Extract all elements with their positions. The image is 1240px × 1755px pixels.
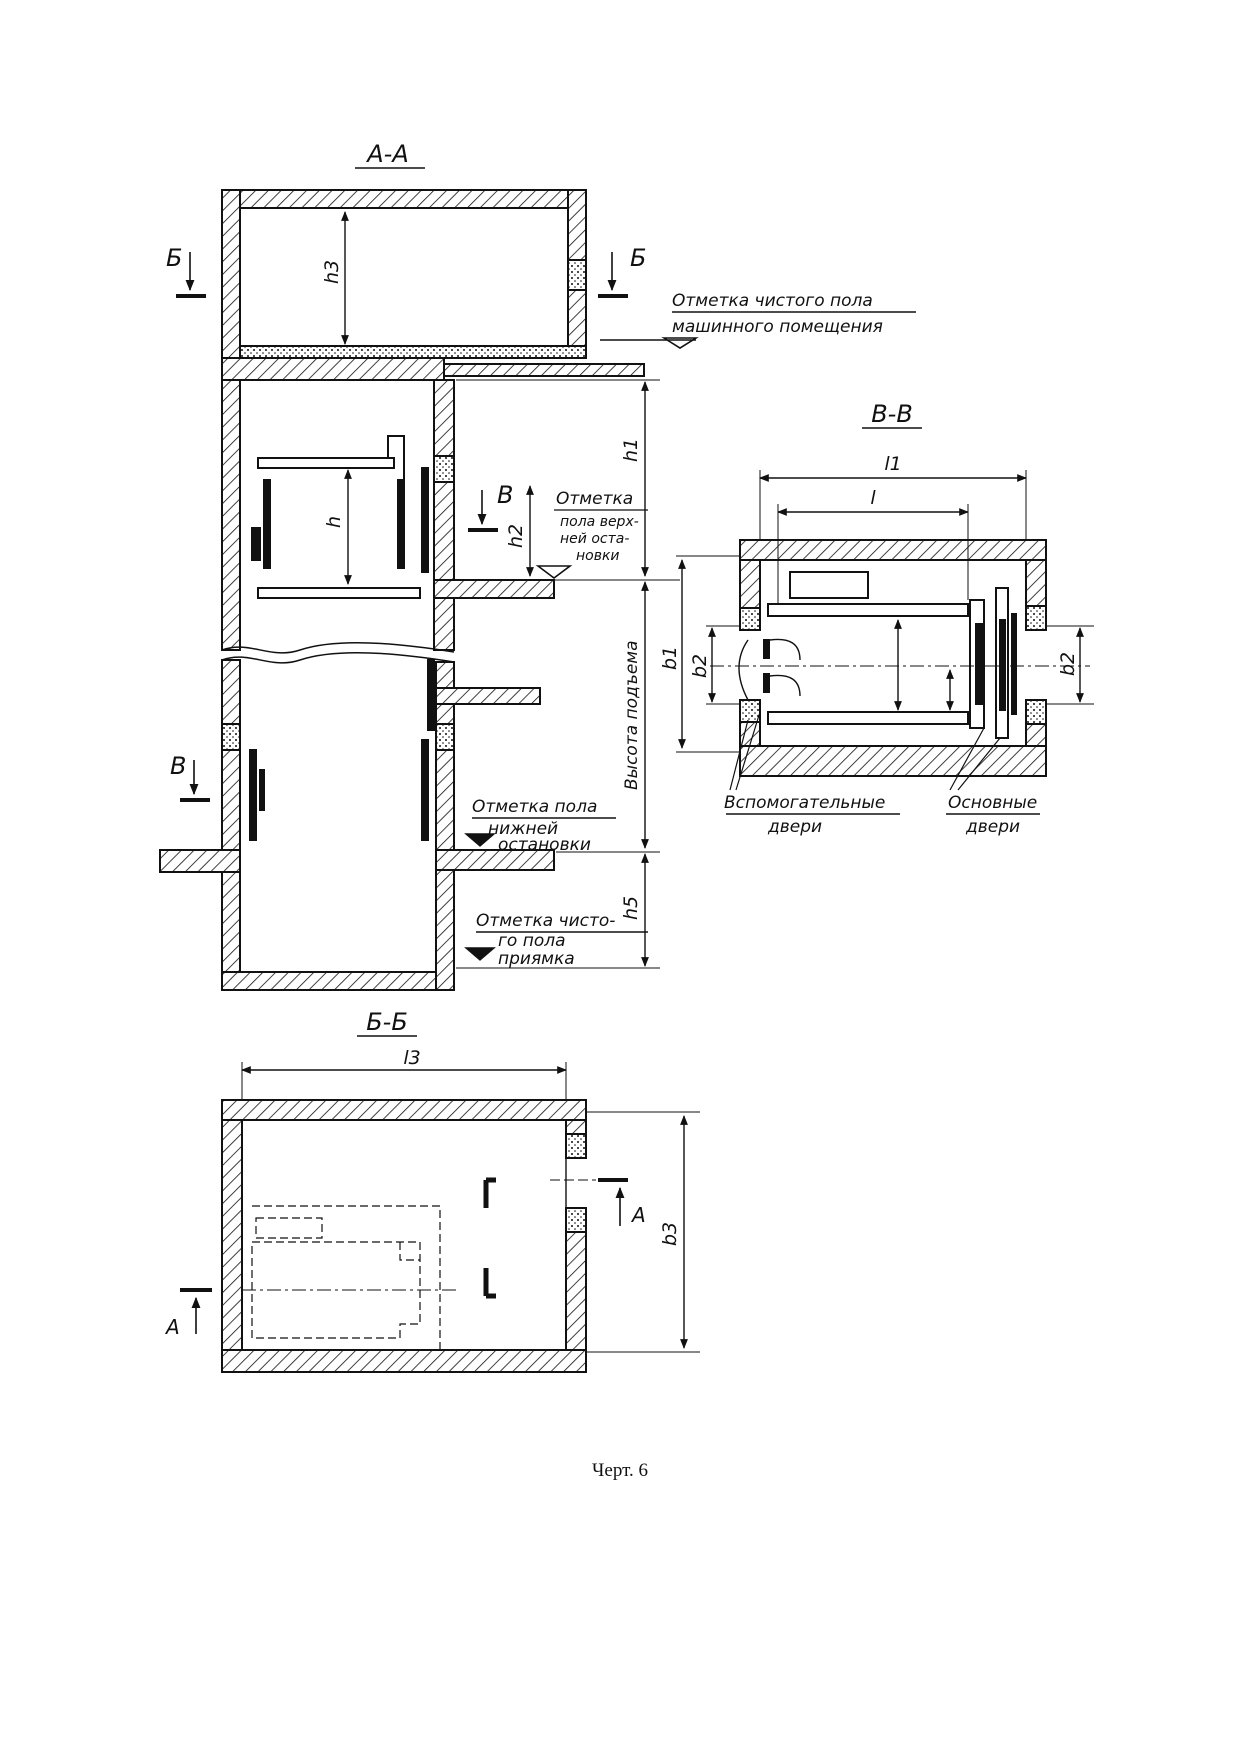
note-bottom-stop-3: остановки bbox=[498, 835, 591, 855]
section-aa bbox=[159, 189, 916, 991]
note-top-stop-1: Отметка bbox=[556, 489, 633, 509]
note-travel-height: Высота подъема bbox=[622, 640, 642, 790]
cut-mark-b-left: Б bbox=[166, 244, 182, 272]
cut-mark-b-right: Б bbox=[630, 244, 646, 272]
note-top-stop-4: новки bbox=[576, 548, 620, 564]
lower-shaft bbox=[159, 659, 555, 991]
note-top-stop-3: ней оста- bbox=[560, 531, 629, 547]
note-pit-floor-2: го пола bbox=[498, 931, 566, 951]
note-machine-floor-2: машинного помещения bbox=[672, 317, 883, 337]
section-bb bbox=[180, 1062, 700, 1373]
dim-h2: h2 bbox=[505, 524, 527, 548]
dim-b3: b3 bbox=[659, 1222, 681, 1246]
note-top-stop-2: пола верх- bbox=[560, 514, 639, 530]
section-vv bbox=[676, 470, 1094, 815]
dim-l1: l1 bbox=[884, 453, 901, 475]
note-main-doors-2: двери bbox=[965, 817, 1020, 837]
dim-h3: h3 bbox=[321, 260, 343, 284]
note-aux-doors-1: Вспомогательные bbox=[724, 793, 885, 813]
dim-h1: h1 bbox=[620, 438, 642, 462]
dim-l: l bbox=[870, 487, 876, 509]
cut-mark-a-right: А bbox=[630, 1203, 646, 1227]
note-bottom-stop-2: нижней bbox=[488, 819, 558, 839]
dim-b1: b1 bbox=[659, 646, 681, 670]
cut-mark-v-upper: В bbox=[497, 481, 513, 509]
dim-h: h bbox=[323, 516, 345, 528]
break-line bbox=[221, 641, 455, 654]
note-pit-floor-3: приямка bbox=[498, 949, 575, 969]
dim-b2-left: b2 bbox=[689, 654, 711, 678]
cut-mark-v-lower: В bbox=[170, 752, 186, 780]
dim-h5: h5 bbox=[620, 896, 642, 920]
note-aux-doors-2: двери bbox=[767, 817, 822, 837]
figure-caption: Черт. 6 bbox=[592, 1460, 648, 1481]
section-bb-title: Б-Б bbox=[366, 1008, 408, 1036]
note-pit-floor-1: Отметка чисто- bbox=[476, 911, 615, 931]
section-vv-title: В-В bbox=[871, 400, 913, 428]
upper-shaft bbox=[251, 379, 555, 651]
note-main-doors-1: Основные bbox=[948, 793, 1037, 813]
dim-l3: l3 bbox=[403, 1047, 420, 1069]
machine-room bbox=[221, 189, 645, 651]
cut-mark-a-left: А bbox=[164, 1315, 180, 1339]
note-machine-floor-1: Отметка чистого пола bbox=[672, 291, 873, 311]
dim-b2-right: b2 bbox=[1057, 652, 1079, 676]
note-bottom-stop-1: Отметка пола bbox=[472, 797, 597, 817]
section-aa-title: А-А bbox=[365, 140, 409, 168]
